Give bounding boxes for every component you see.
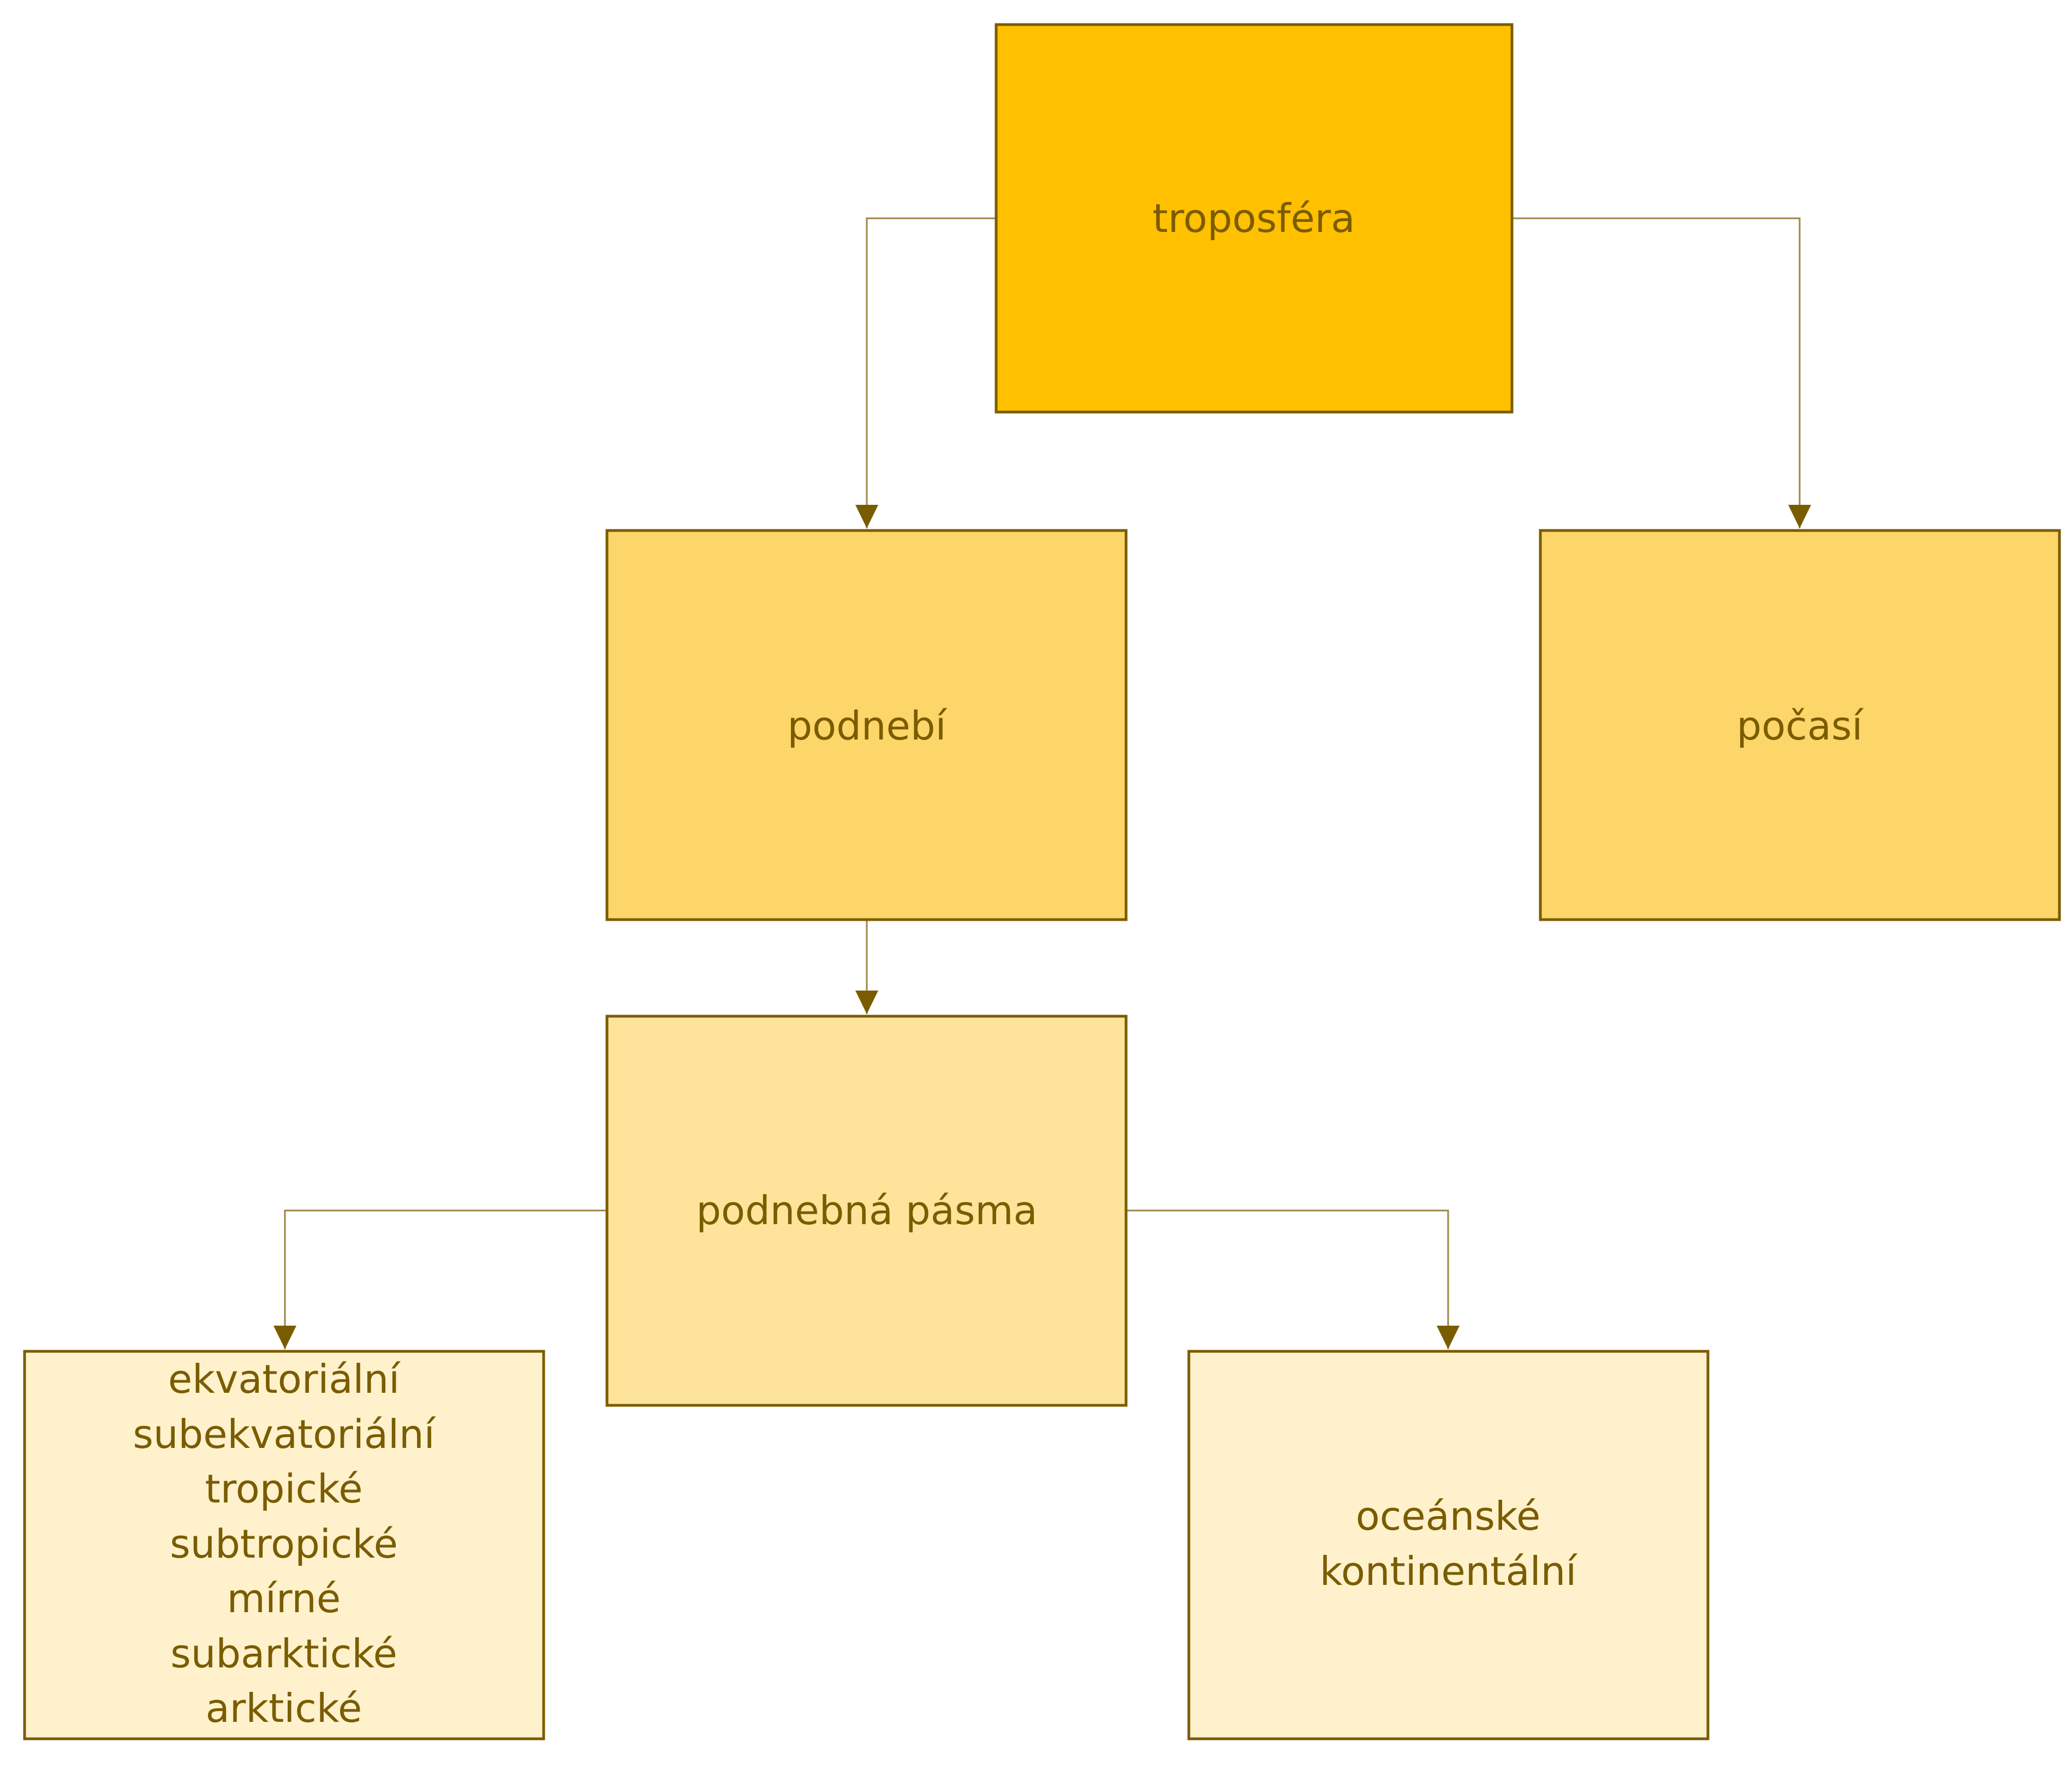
climate-type-label: oceánské — [1356, 1493, 1541, 1539]
node-climate-types-box — [1187, 1350, 1710, 1740]
node-pocasi: počasí — [1539, 529, 2061, 921]
node-climate-types: oceánské kontinentální — [1187, 1350, 1710, 1740]
arrowhead-climate-types — [1437, 1326, 1460, 1349]
zone-label: subekvatoriální — [133, 1411, 436, 1457]
node-podnebna-pasma: podnebná pásma — [605, 1015, 1128, 1407]
connectors — [273, 217, 1811, 1349]
node-troposfera-box — [995, 23, 1514, 414]
node-pocasi-box — [1539, 529, 2061, 921]
connector-troposfera-podnebi — [866, 217, 996, 528]
node-troposfera: troposféra — [995, 23, 1514, 414]
zone-label: subarktické — [170, 1631, 397, 1677]
node-podnebi-label: podnebí — [787, 703, 947, 749]
arrowhead-podnebna-pasma — [855, 991, 878, 1014]
arrowhead-zones-list — [273, 1326, 296, 1349]
zone-label: tropické — [205, 1466, 362, 1512]
climate-type-label: kontinentální — [1320, 1548, 1578, 1594]
node-zones-list-box — [23, 1350, 545, 1740]
node-pocasi-label: počasí — [1737, 703, 1864, 749]
arrowhead-podnebi — [855, 505, 878, 528]
node-troposfera-label: troposféra — [1153, 195, 1355, 241]
zone-label: subtropické — [170, 1521, 398, 1567]
connector-podnebna-pasma-zones-list — [284, 1209, 607, 1349]
connector-troposfera-pocasi — [1512, 217, 1801, 528]
arrowhead-pocasi — [1788, 505, 1811, 528]
zone-label: ekvatoriální — [168, 1356, 401, 1402]
connector-podnebna-pasma-climate-types — [1126, 1209, 1449, 1349]
zone-label: mírné — [227, 1576, 341, 1621]
node-podnebna-pasma-label: podnebná pásma — [696, 1188, 1037, 1233]
node-podnebi: podnebí — [605, 529, 1128, 921]
node-podnebna-pasma-box — [605, 1015, 1128, 1407]
node-zones-list: ekvatoriální subekvatoriální tropické su… — [23, 1350, 545, 1740]
zone-label: arktické — [206, 1685, 362, 1731]
node-podnebi-box — [605, 529, 1128, 921]
